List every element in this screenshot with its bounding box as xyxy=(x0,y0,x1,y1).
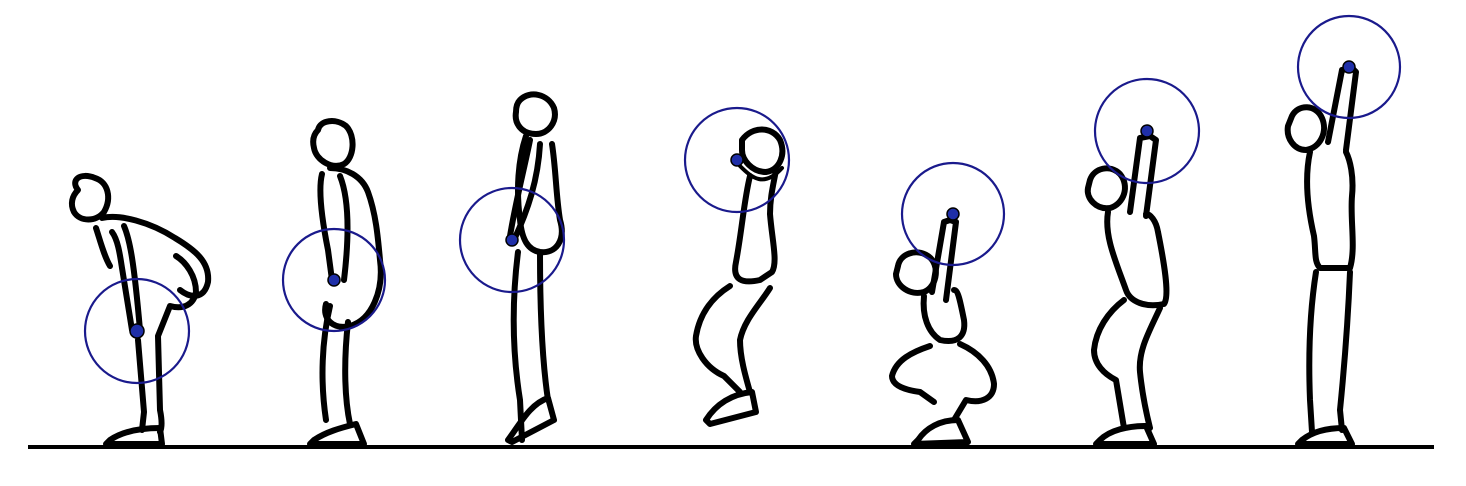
phase-catch-squat xyxy=(889,161,1006,447)
phase-lockout xyxy=(1284,14,1402,447)
barbell-plate xyxy=(281,227,387,333)
barbell-end xyxy=(327,273,341,287)
phase-recovery xyxy=(1084,77,1201,447)
barbell-end xyxy=(1140,124,1154,138)
barbell-plate xyxy=(1296,14,1402,120)
phase-second-pull xyxy=(458,91,566,445)
barbell-end xyxy=(1342,60,1356,74)
barbell-plate xyxy=(683,106,791,214)
barbell-plate xyxy=(900,161,1006,267)
barbell-plate xyxy=(83,277,191,385)
barbell-end xyxy=(730,153,744,167)
phase-first-pull xyxy=(281,118,387,447)
barbell-plate xyxy=(1093,77,1201,185)
barbell-plate xyxy=(458,186,566,294)
phase-start-position xyxy=(68,172,212,447)
barbell-end xyxy=(946,207,960,221)
barbell-end xyxy=(129,323,145,339)
barbell-end xyxy=(505,233,519,247)
phase-turnover xyxy=(683,106,791,427)
